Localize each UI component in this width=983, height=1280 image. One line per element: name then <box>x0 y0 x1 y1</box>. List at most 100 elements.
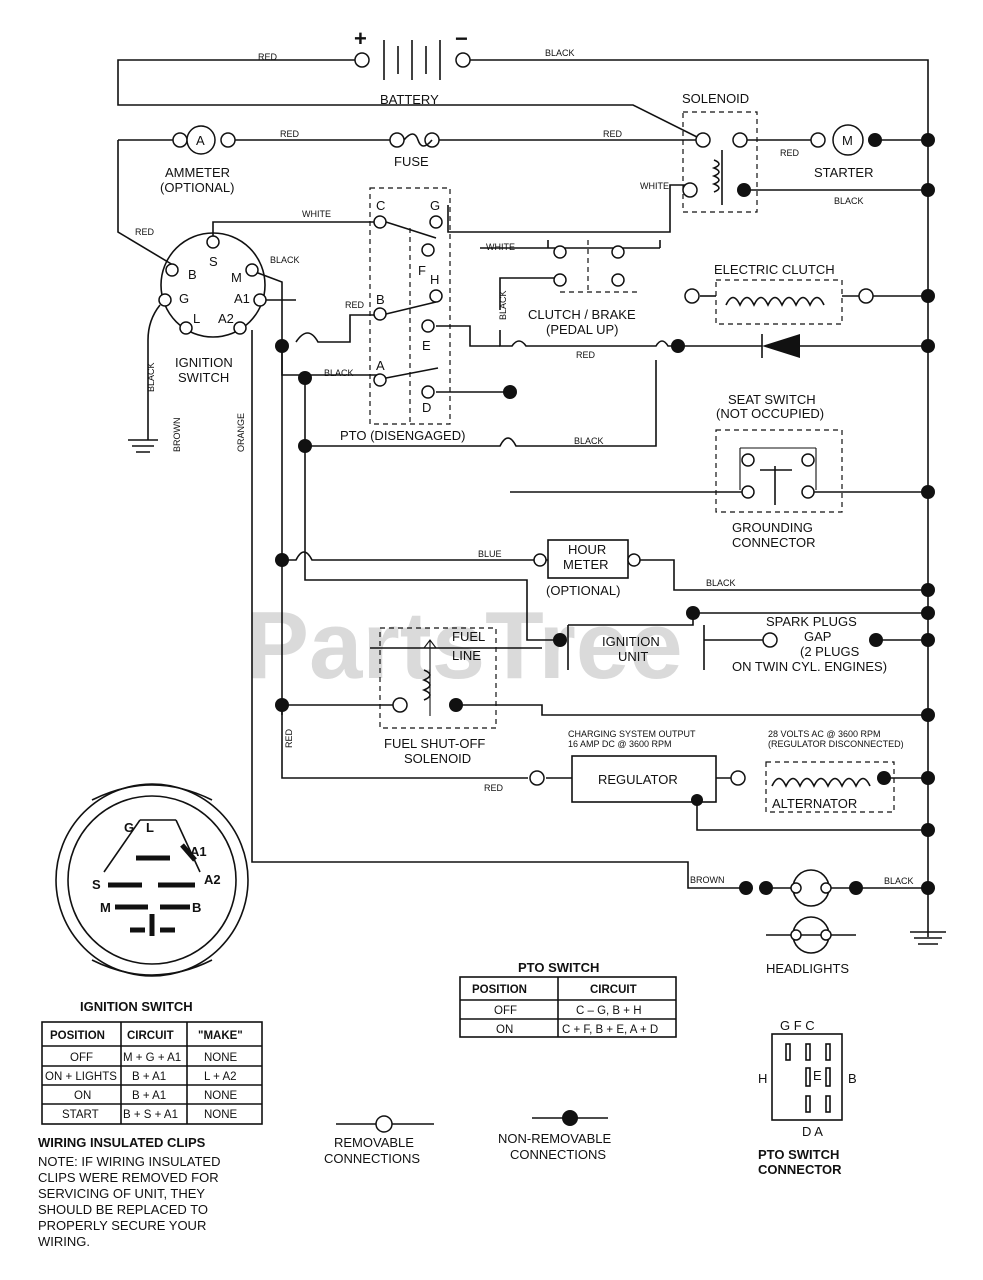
legend-removable-1: REMOVABLE <box>334 1135 414 1150</box>
ign-face-a1: A1 <box>190 844 207 859</box>
ign-table-cell: START <box>62 1109 99 1121</box>
fuel-solenoid-label-2: SOLENOID <box>404 751 471 766</box>
wire-label-red: RED <box>258 52 278 62</box>
pto-conn-left-label: H <box>758 1071 767 1086</box>
pto-terminal-g: G <box>430 198 440 213</box>
seat-switch: SEAT SWITCH (NOT OCCUPIED) GROUNDING CON… <box>715 392 843 550</box>
wire-label-white: WHITE <box>302 209 331 219</box>
solenoid: SOLENOID <box>682 91 758 213</box>
ign-face-s: S <box>92 877 101 892</box>
ammeter-label: AMMETER <box>165 165 230 180</box>
hour-meter-label-2: METER <box>563 557 609 572</box>
hour-meter: HOUR METER (OPTIONAL) <box>533 539 641 598</box>
ign-table-cell: ON <box>74 1090 91 1102</box>
pto-conn-center-label: E <box>813 1068 822 1083</box>
ign-terminal-a1: A1 <box>234 291 250 306</box>
pto-connector-title-2: CONNECTOR <box>758 1162 842 1177</box>
charging-output-label-2: 16 AMP DC @ 3600 RPM <box>568 739 672 749</box>
ign-table-cell: ON + LIGHTS <box>45 1071 117 1083</box>
battery: + − BATTERY <box>354 26 471 107</box>
ign-table-cell: NONE <box>204 1090 238 1102</box>
ign-table-cell: M + G + A1 <box>123 1052 181 1064</box>
electric-clutch-label: ELECTRIC CLUTCH <box>714 262 835 277</box>
starter-symbol: M <box>842 133 853 148</box>
wire-label-black: BLACK <box>146 362 156 392</box>
legend-nonremovable-2: CONNECTIONS <box>510 1147 606 1162</box>
wire-label-black: BLACK <box>270 255 300 265</box>
pto-terminal-c: C <box>376 198 385 213</box>
wire-label-white: WHITE <box>640 181 669 191</box>
regulator-label: REGULATOR <box>598 772 678 787</box>
spark-plugs-label-4: ON TWIN CYL. ENGINES) <box>732 659 887 674</box>
ign-table-cell: B + A1 <box>132 1090 166 1102</box>
fuel-line-label-1: FUEL <box>452 629 485 644</box>
starter: M STARTER <box>810 124 882 180</box>
connections-legend: REMOVABLE CONNECTIONS NON-REMOVABLE CONN… <box>324 1110 611 1166</box>
ignition-face-title: IGNITION SWITCH <box>80 999 193 1014</box>
pto-conn-bottom-labels: D A <box>802 1124 823 1139</box>
ign-table-cell: NONE <box>204 1109 238 1121</box>
ignition-unit-label-1: IGNITION <box>602 634 660 649</box>
ignition-switch-face: G L A1 A2 S M B IGNITION SWITCH <box>55 783 249 1014</box>
watermark: PartsTree <box>245 592 683 699</box>
wire-label-red: RED <box>345 300 365 310</box>
headlights-label: HEADLIGHTS <box>766 961 849 976</box>
wire-label-black: BLACK <box>545 48 575 58</box>
spark-plugs-label-2: GAP <box>804 629 831 644</box>
pto-table-header-circuit: CIRCUIT <box>590 984 637 996</box>
ign-terminal-m: M <box>231 270 242 285</box>
ign-face-a2: A2 <box>204 872 221 887</box>
ignition-unit-label-2: UNIT <box>618 649 648 664</box>
wires <box>117 59 946 945</box>
clips-note-title: WIRING INSULATED CLIPS <box>38 1135 206 1150</box>
clips-note-line: SHOULD BE REPLACED TO <box>38 1202 208 1217</box>
ign-table-cell: OFF <box>70 1052 93 1064</box>
ign-table-cell: L + A2 <box>204 1071 237 1083</box>
pto-conn-right-label: B <box>848 1071 857 1086</box>
legend-removable-2: CONNECTIONS <box>324 1151 420 1166</box>
wire-label-black: BLACK <box>884 876 914 886</box>
volts-label-2: (REGULATOR DISCONNECTED) <box>768 739 904 749</box>
ammeter: A AMMETER (OPTIONAL) <box>160 125 236 195</box>
wire-label-black: BLACK <box>324 368 354 378</box>
ign-face-m: M <box>100 900 111 915</box>
wire-label-red: RED <box>280 129 300 139</box>
pto-table-header-position: POSITION <box>472 984 527 996</box>
seat-switch-label-1: SEAT SWITCH <box>728 392 816 407</box>
pto-conn-top-labels: G F C <box>780 1018 815 1033</box>
ign-face-b: B <box>192 900 201 915</box>
pto-switch: C G F H B E A D PTO (DISENGAGED) <box>340 187 465 443</box>
wire-label-blue: BLUE <box>478 549 502 559</box>
pto-table-cell: ON <box>496 1024 513 1036</box>
wire-label-black: BLACK <box>706 578 736 588</box>
pto-table-cell: OFF <box>494 1005 517 1017</box>
alternator-label: ALTERNATOR <box>772 796 857 811</box>
wire-label-black: BLACK <box>574 436 604 446</box>
clips-note-line: SERVICING OF UNIT, THEY <box>38 1186 205 1201</box>
wire-label-black: BLACK <box>834 196 864 206</box>
clutch-brake-label-1: CLUTCH / BRAKE <box>528 307 636 322</box>
pto-terminal-d: D <box>422 400 431 415</box>
headlights: HEADLIGHTS <box>739 869 863 976</box>
ign-table-header-make: "MAKE" <box>198 1030 243 1042</box>
pto-table: PTO SWITCH POSITION CIRCUIT OFF C – G, B… <box>459 960 677 1038</box>
fuel-line-label-2: LINE <box>452 648 481 663</box>
hour-meter-label-1: HOUR <box>568 542 606 557</box>
ign-face-g: G <box>124 820 134 835</box>
charging-output-label-1: CHARGING SYSTEM OUTPUT <box>568 729 696 739</box>
pto-terminal-a: A <box>376 358 385 373</box>
ign-face-l: L <box>146 820 154 835</box>
hour-meter-label-3: (OPTIONAL) <box>546 583 620 598</box>
volts-label-1: 28 VOLTS AC @ 3600 RPM <box>768 729 881 739</box>
ignition-switch-label-1: IGNITION <box>175 355 233 370</box>
solenoid-label: SOLENOID <box>682 91 749 106</box>
wire-color-labels: RED BLACK RED RED RED WHITE BLACK WHITE … <box>135 48 914 886</box>
pto-terminal-e: E <box>422 338 431 353</box>
wire-label-red: RED <box>780 148 800 158</box>
pto-terminal-h: H <box>430 272 439 287</box>
wire-label-red: RED <box>135 227 155 237</box>
pto-label: PTO (DISENGAGED) <box>340 428 465 443</box>
clips-note-line: NOTE: IF WIRING INSULATED <box>38 1154 221 1169</box>
regulator: REGULATOR CHARGING SYSTEM OUTPUT 16 AMP … <box>529 729 904 806</box>
